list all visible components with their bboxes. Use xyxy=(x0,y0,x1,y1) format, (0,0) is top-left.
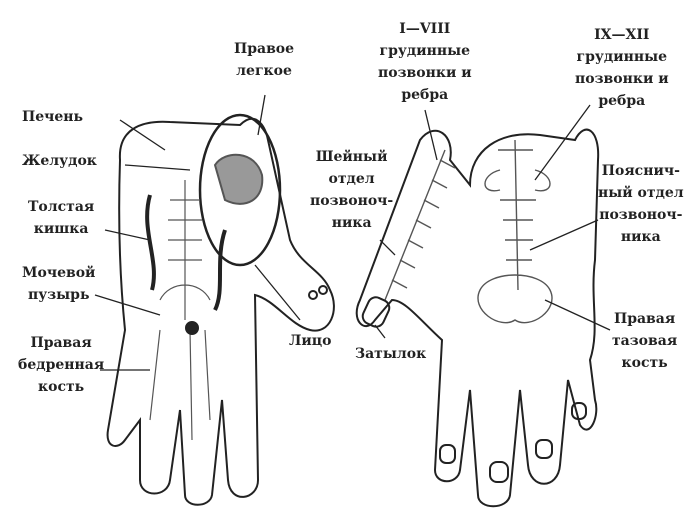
label-lung: Правое легкое xyxy=(234,38,294,82)
bladder-mark xyxy=(185,321,199,335)
label-line: IX—XII xyxy=(594,27,650,43)
label-face: Лицо xyxy=(289,330,331,352)
label-line: грудинные xyxy=(576,49,668,65)
label-liver: Печень xyxy=(22,106,83,128)
label-line: грудинные xyxy=(379,43,471,59)
label-line: позвоноч- xyxy=(599,207,683,223)
label-line: Желудок xyxy=(22,153,97,169)
spine-sketch xyxy=(477,139,553,324)
label-line: Правая xyxy=(613,311,676,327)
label-line: ника xyxy=(620,229,661,245)
label-line: легкое xyxy=(236,63,292,79)
left-leader-lines xyxy=(94,94,301,371)
label-line: позвонки и xyxy=(575,71,669,87)
label-line: Правая xyxy=(30,335,92,351)
label-line: Мочевой xyxy=(22,265,96,281)
label-line: ника xyxy=(331,215,372,231)
label-femur: Правая бедренная кость xyxy=(18,332,104,398)
label-line: Пояснич- xyxy=(601,163,680,179)
label-bladder: Мочевой пузырь xyxy=(22,262,95,306)
right-leader-lines xyxy=(374,104,611,339)
label-line: I—VIII xyxy=(399,21,451,37)
label-line: отдел xyxy=(328,171,375,187)
label-occiput: Затылок xyxy=(355,343,426,365)
label-thoracic-upper: I—VIII грудинные позвонки и ребра xyxy=(378,18,472,106)
label-line: Печень xyxy=(22,109,84,125)
face-mark-2 xyxy=(318,285,328,295)
lung-shading xyxy=(213,153,264,205)
label-line: Лицо xyxy=(289,333,332,349)
label-line: Шейный xyxy=(315,149,388,165)
label-line: ребра xyxy=(401,87,449,103)
skeleton-sketch xyxy=(149,180,211,441)
label-thoracic-lower: IX—XII грудинные позвонки и ребра xyxy=(575,24,669,112)
label-line: ный отдел xyxy=(598,185,684,201)
nails xyxy=(439,402,587,483)
label-line: позвоноч- xyxy=(310,193,394,209)
colon-line xyxy=(145,194,156,291)
thumb-spine-sketch xyxy=(384,149,456,301)
label-cervical: Шейный отдел позвоноч-ника xyxy=(310,146,393,234)
lung-region xyxy=(198,113,282,267)
colon-line-2 xyxy=(213,229,227,311)
label-line: кишка xyxy=(33,221,89,237)
label-line: кость xyxy=(38,379,85,395)
label-line: пузырь xyxy=(27,287,90,303)
label-lumbar: Пояснич-ный отдел позвоноч-ника xyxy=(598,160,684,248)
label-pelvis: Правая тазовая кость xyxy=(612,308,677,374)
label-line: позвонки и xyxy=(378,65,472,81)
label-line: Затылок xyxy=(355,346,427,362)
label-line: тазовая xyxy=(612,333,678,349)
label-stomach: Желудок xyxy=(22,150,97,172)
label-line: Толстая xyxy=(28,199,95,215)
face-mark xyxy=(308,290,318,300)
label-colon: Толстая кишка xyxy=(28,196,94,240)
label-line: бедренная xyxy=(18,357,105,373)
label-line: Правое xyxy=(234,41,295,57)
label-line: кость xyxy=(621,355,668,371)
thumbnail xyxy=(361,296,391,328)
label-line: ребра xyxy=(598,93,646,109)
